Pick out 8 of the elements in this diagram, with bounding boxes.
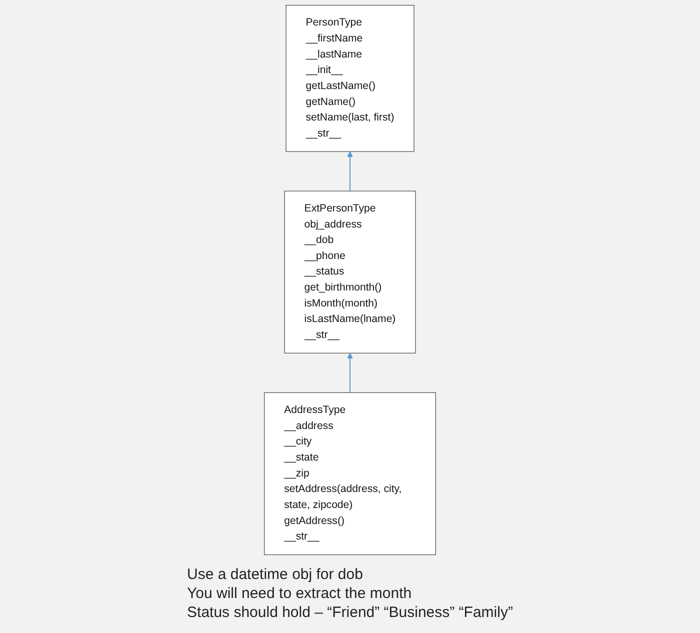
node-box: AddressType __address __city __state __zip setAddress(address, city, state, zipcode) getAddress() __str__ [264, 392, 436, 556]
note-text: Status should hold – “Friend” “Business” “Family” [187, 604, 513, 621]
note-text: You will need to extract the month [187, 585, 413, 602]
node-box: PersonType __firstName __lastName __init__ getLastName() getName() setName(last, first) __str__ [286, 4, 414, 152]
arrow [347, 352, 353, 394]
arrow [347, 151, 353, 192]
note-text: Use a datetime obj for dob [187, 566, 364, 583]
node-box: ExtPersonType obj_address __dob __phone __status get_birthmonth() isMonth(month) isLastName(lname) __str__ [284, 190, 416, 354]
